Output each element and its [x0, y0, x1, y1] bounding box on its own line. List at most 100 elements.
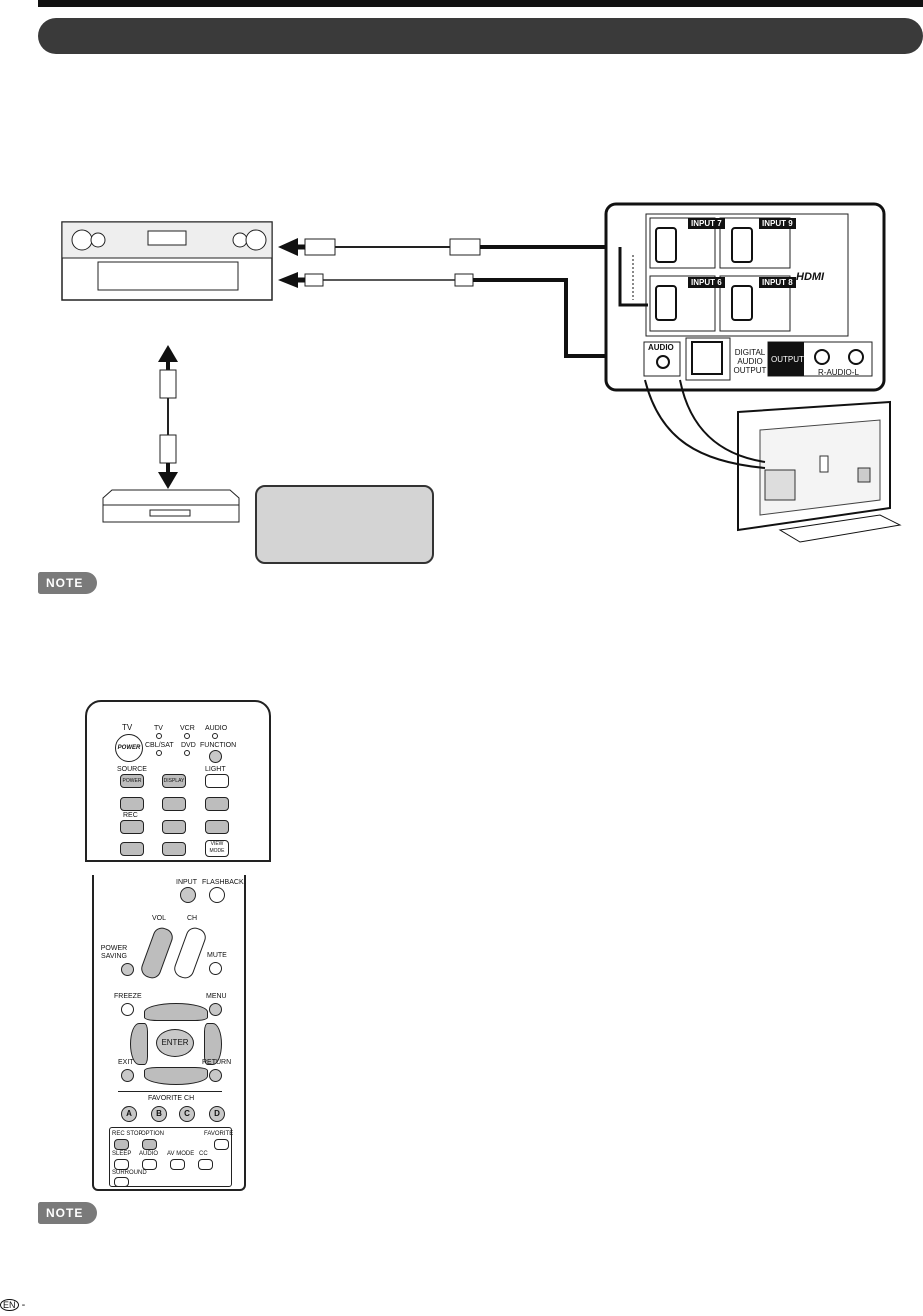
return-label: RETURN — [202, 1059, 232, 1066]
digital-audio-output-label: DIGITAL AUDIO OUTPUT — [733, 348, 767, 375]
light-label: LIGHT — [205, 766, 226, 773]
rec-stop-button[interactable] — [114, 1139, 129, 1150]
audio-in-label: AUDIO — [648, 343, 674, 352]
cbl-led — [156, 750, 162, 756]
hdmi-logo: HDMI — [796, 271, 825, 283]
dvd-label: DVD — [181, 742, 196, 749]
skip-forward-button[interactable] — [162, 842, 186, 856]
remote-bottom: INPUT FLASHBACK VOL CH POWER SAVING MUTE… — [92, 875, 246, 1191]
flashback-label: FLASHBACK — [202, 879, 244, 886]
right-button[interactable] — [204, 1023, 222, 1065]
info-box — [255, 485, 434, 564]
source-power-button[interactable]: POWER — [120, 774, 144, 788]
rewind-button[interactable] — [120, 797, 144, 811]
sleep-button[interactable] — [114, 1159, 129, 1170]
page-footer: EN - — [0, 1299, 25, 1311]
av-mode-button[interactable] — [170, 1159, 185, 1170]
stop-button[interactable] — [162, 820, 186, 834]
power-saving-button[interactable] — [121, 963, 134, 976]
vcr-label: VCR — [180, 725, 195, 732]
ch-label: CH — [187, 915, 198, 922]
audio-label: AUDIO — [139, 1151, 159, 1157]
pause-button[interactable] — [205, 820, 229, 834]
freeze-label: FREEZE — [114, 993, 142, 1000]
input-9-label: INPUT 9 — [759, 218, 796, 229]
input-button[interactable] — [180, 887, 196, 903]
rec-button[interactable] — [120, 820, 144, 834]
function-label: FUNCTION — [200, 742, 237, 749]
option-button[interactable] — [142, 1139, 157, 1150]
freeze-button[interactable] — [121, 1003, 134, 1016]
fast-forward-button[interactable] — [205, 797, 229, 811]
surround-label: SURROUND — [112, 1170, 147, 1176]
connection-diagram — [61, 202, 902, 543]
note-badge: NOTE — [38, 572, 98, 594]
mute-button[interactable] — [209, 962, 222, 975]
mute-label: MUTE — [207, 952, 227, 959]
output-label: OUTPUT — [771, 355, 804, 364]
power-saving-label: POWER SAVING — [100, 945, 128, 960]
sleep-label: SLEEP — [112, 1151, 132, 1157]
menu-button[interactable] — [209, 1003, 222, 1016]
cc-label: CC — [199, 1151, 208, 1157]
rl-audio-label: R-AUDIO-L — [818, 368, 859, 377]
source-label: SOURCE — [117, 766, 147, 773]
hdmi-cable-player — [158, 345, 178, 489]
skip-back-button[interactable] — [120, 842, 144, 856]
up-button[interactable] — [144, 1003, 208, 1021]
input-label: INPUT — [176, 879, 197, 886]
remote-top: TV TV VCR AUDIO POWER CBL/SAT DVD FUNCTI… — [85, 700, 271, 862]
vcr-led — [184, 733, 190, 739]
exit-button[interactable] — [121, 1069, 134, 1082]
favorite-a-button[interactable]: A — [121, 1106, 137, 1122]
language-badge: EN — [0, 1299, 19, 1311]
favorite-label: FAVORITE — [204, 1131, 234, 1137]
top-rule — [38, 0, 923, 7]
rec-stop-label: REC STOP — [112, 1131, 143, 1137]
channel-rocker[interactable] — [171, 925, 209, 981]
av-mode-label: AV MODE — [167, 1151, 195, 1157]
input-8-label: INPUT 8 — [759, 277, 796, 288]
volume-rocker[interactable] — [138, 925, 176, 981]
page-dash: - — [21, 1299, 26, 1311]
note-badge-2: NOTE — [38, 1202, 98, 1224]
input-6-label: INPUT 6 — [688, 277, 725, 288]
audio-button[interactable] — [142, 1159, 157, 1170]
flashback-button[interactable] — [209, 887, 225, 903]
audio-led — [212, 733, 218, 739]
enter-button[interactable]: ENTER — [156, 1029, 194, 1057]
play-button[interactable] — [162, 797, 186, 811]
option-label: OPTION — [141, 1131, 165, 1137]
tv-led — [156, 733, 162, 739]
favorite-divider — [118, 1091, 222, 1092]
return-button[interactable] — [209, 1069, 222, 1082]
section-title-bar — [38, 18, 923, 54]
menu-label: MENU — [206, 993, 227, 1000]
dvd-led — [184, 750, 190, 756]
tv-label: TV — [122, 723, 133, 732]
favorite-button[interactable] — [214, 1139, 229, 1150]
view-mode-button[interactable]: VIEW MODE — [205, 840, 229, 857]
favorite-b-button[interactable]: B — [151, 1106, 167, 1122]
display-button[interactable]: DISPLAY — [162, 774, 186, 788]
flip-panel: REC STOP OPTION FAVORITE SLEEP AUDIO AV … — [109, 1127, 234, 1187]
tv-mode-label: TV — [154, 725, 163, 732]
av-receiver — [61, 221, 273, 301]
cbl-sat-label: CBL/SAT — [145, 742, 174, 749]
cc-button[interactable] — [198, 1159, 213, 1170]
exit-label: EXIT — [118, 1059, 134, 1066]
function-button[interactable] — [209, 750, 222, 763]
down-button[interactable] — [144, 1067, 208, 1085]
surround-button[interactable] — [114, 1177, 129, 1187]
favorite-d-button[interactable]: D — [209, 1106, 225, 1122]
disc-player — [102, 489, 240, 523]
input-7-label: INPUT 7 — [688, 218, 725, 229]
hdmi-cable — [278, 238, 655, 256]
tv-back — [644, 379, 902, 543]
favorite-ch-label: FAVORITE CH — [146, 1095, 197, 1102]
left-button[interactable] — [130, 1023, 148, 1065]
audio-mode-label: AUDIO — [205, 725, 228, 732]
favorite-c-button[interactable]: C — [179, 1106, 195, 1122]
light-button[interactable] — [205, 774, 229, 788]
tv-power-button[interactable]: POWER — [115, 734, 143, 762]
